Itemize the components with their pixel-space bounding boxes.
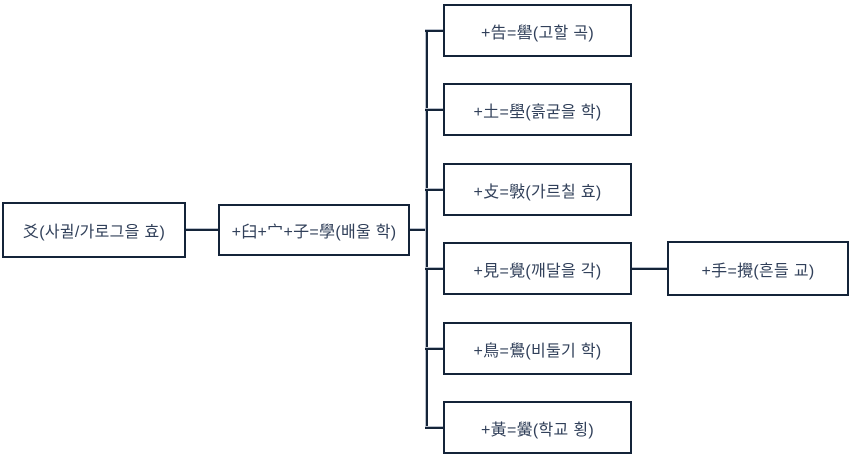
connector-grandchild3-to-great-grandchild	[632, 267, 667, 270]
node-grandchild-0: +告=嚳(고할 곡)	[443, 4, 632, 57]
connector-stub-3	[425, 267, 443, 270]
connector-stub-2	[425, 188, 443, 191]
node-grandchild-4: +鳥=鷽(비둘기 학)	[443, 322, 632, 375]
node-root: 爻(사귈/가로그을 효)	[2, 202, 186, 258]
connector-stub-0	[425, 29, 443, 32]
node-grandchild-2: +攴=斅(가르칠 효)	[443, 163, 632, 216]
node-grandchild-1: +土=壆(흙굳을 학)	[443, 83, 632, 136]
node-child: +臼+宀+子=學(배울 학)	[218, 204, 410, 256]
node-great-grandchild: +手=攪(흔들 교)	[667, 241, 849, 296]
node-grandchild-3: +見=覺(깨달을 각)	[443, 242, 632, 295]
connector-spine	[425, 30, 428, 428]
connector-stub-4	[425, 347, 443, 350]
connector-stub-5	[425, 426, 443, 429]
connector-stub-1	[425, 108, 443, 111]
node-grandchild-5: +黃=黌(학교 횡)	[443, 401, 632, 454]
connector-root-to-child	[186, 228, 218, 231]
connector-child-to-spine	[410, 228, 428, 231]
